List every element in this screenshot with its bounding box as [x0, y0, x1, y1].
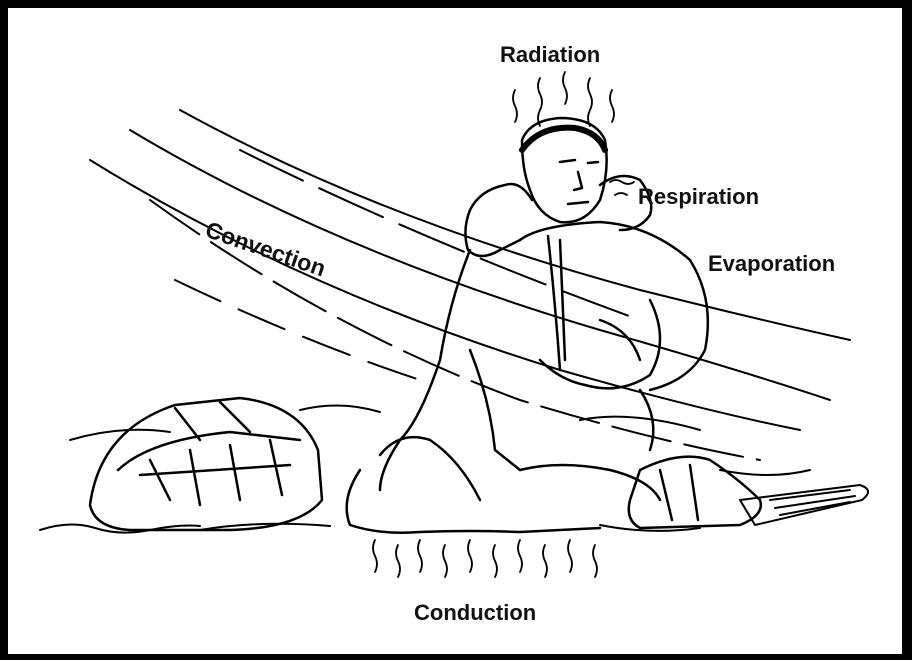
backpack — [90, 398, 322, 530]
snowshoe — [740, 485, 868, 525]
conduction-wavy-lines — [373, 540, 597, 577]
respiration-marks — [610, 180, 634, 195]
conduction-label: Conduction — [414, 602, 536, 624]
respiration-label: Respiration — [638, 186, 759, 208]
person-figure — [347, 118, 761, 533]
evaporation-label: Evaporation — [708, 253, 835, 275]
convection-wind-lines — [90, 110, 850, 460]
radiation-label: Radiation — [500, 44, 600, 66]
